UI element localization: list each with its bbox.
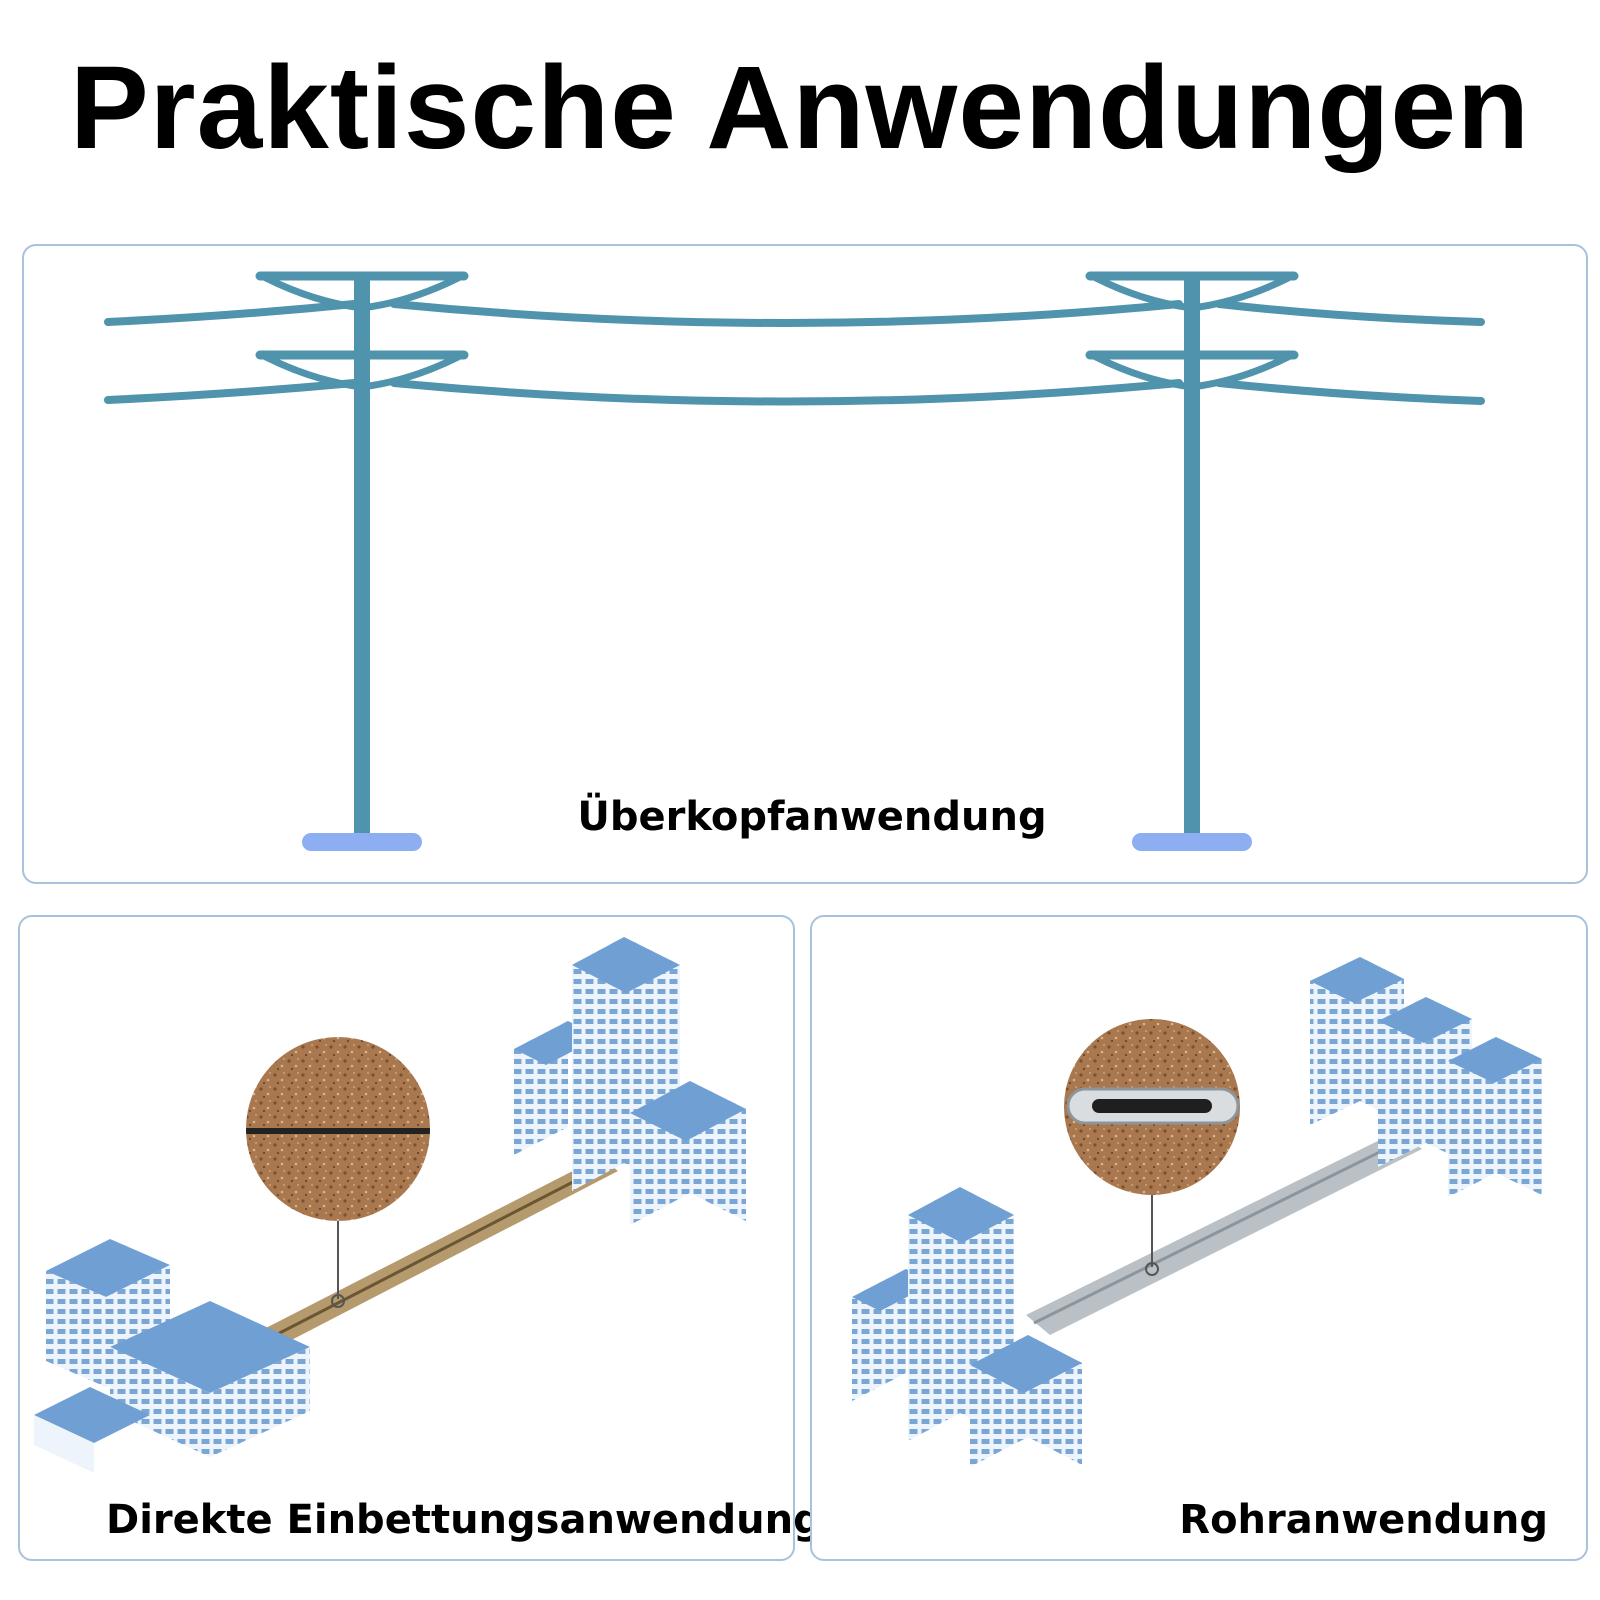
power-line-illustration [104,271,1485,851]
lower-wire-middle [390,379,1183,406]
conduit-panel: Rohranwendung [810,915,1588,1561]
conduit-illustration [852,957,1542,1467]
upper-wire-left [104,300,358,326]
right-pole-base [1132,833,1252,851]
office-buildings-left [852,1187,1082,1467]
lower-wire-right [1215,379,1485,405]
office-buildings-right [514,937,746,1225]
soil-conduit-cross-section [1064,1019,1240,1195]
soil-cross-section [246,1037,430,1221]
right-pole [1085,271,1299,850]
overhead-application-label: Überkopfanwendung [577,794,1047,840]
conduit-label: Rohranwendung [1179,1497,1548,1543]
upper-wire-right [1215,300,1485,326]
left-pole-base [302,833,422,851]
overhead-application-panel: Überkopfanwendung [22,244,1588,884]
conduit-pipe [1026,1131,1422,1335]
direct-burial-illustration [34,937,746,1473]
tower-buildings-right [1310,957,1542,1197]
left-pole [255,271,469,850]
upper-wire-middle [390,300,1183,327]
direct-burial-panel: Direkte Einbettungsanwendung [18,915,822,1561]
direct-burial-label: Direkte Einbettungsanwendung [106,1497,822,1543]
page-title: Praktische Anwendungen [69,42,1531,174]
lower-wire-left [104,379,358,404]
factory-buildings-left [34,1239,310,1473]
